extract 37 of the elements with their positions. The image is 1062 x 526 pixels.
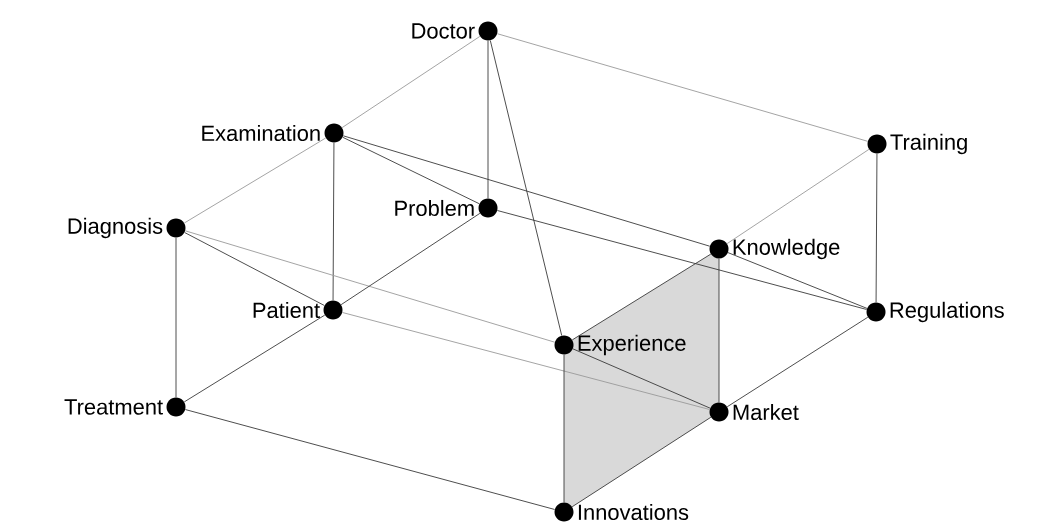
connector-line (496, 210, 868, 310)
connector-line (184, 409, 556, 510)
connector-line (489, 40, 563, 337)
connector-line (718, 258, 720, 403)
connector-line (175, 237, 177, 398)
connector-line (183, 137, 327, 224)
connector-line (342, 136, 480, 205)
connector-line (572, 348, 711, 409)
node-label: Diagnosis (68, 217, 163, 239)
node-label: Experience (578, 334, 686, 356)
connector-line (727, 252, 868, 309)
connector-line (571, 416, 712, 508)
connector-line (332, 142, 335, 301)
node-label: Problem (395, 199, 474, 217)
connector-line (342, 135, 711, 247)
connector-line (340, 212, 481, 306)
connector-line (184, 230, 556, 343)
connector-line (875, 153, 878, 303)
connector-line (184, 232, 325, 306)
node-label: Regulations (890, 301, 1004, 323)
node-label: Patient (253, 301, 320, 319)
connector-line (571, 253, 712, 341)
connector-line (341, 312, 711, 410)
node-label: Examination (202, 124, 320, 142)
connector-line (726, 148, 870, 245)
node-label: Knowledge (733, 238, 840, 260)
node-label: Training (890, 133, 967, 155)
connector-line (183, 314, 326, 403)
connector-line (496, 33, 869, 142)
node-label: Treatment (64, 399, 163, 415)
node-label: Innovations (578, 503, 689, 521)
connector-line (726, 316, 869, 408)
connector-line (487, 40, 489, 199)
connector-line (563, 354, 565, 503)
connector-line (341, 35, 481, 129)
node-label: Doctor (412, 23, 475, 39)
node-label: Market (733, 403, 799, 421)
